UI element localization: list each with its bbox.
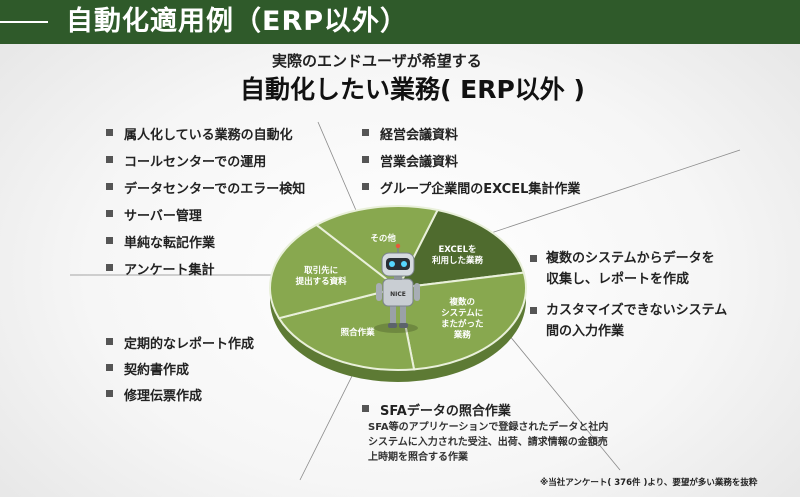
- robot-icon: NICE: [374, 243, 420, 333]
- right-item-2: カスタマイズできないシステム 間の入力作業: [530, 300, 727, 342]
- sfa-desc-line: 上時期を照合する作業: [368, 452, 468, 463]
- left-top-list: 属人化している業務の自動化 コールセンターでの運用 データセンターでのエラー検知…: [106, 124, 305, 286]
- header-bar: 自動化適用例（ERP以外）: [0, 0, 800, 44]
- list-item: データセンターでのエラー検知: [106, 178, 305, 205]
- pie-slice-label: 取引先に提出する資料: [296, 265, 348, 287]
- list-item: グループ企業間のEXCEL集計作業: [362, 178, 580, 205]
- list-item: サーバー管理: [106, 205, 305, 232]
- left-bottom-list: 定期的なレポート作成 契約書作成 修理伝票作成: [106, 333, 254, 411]
- mid-top-list: 経営会議資料 営業会議資料 グループ企業間のEXCEL集計作業: [362, 124, 580, 205]
- sfa-desc-line: SFA等のアプリケーションで登録されたデータと社内: [368, 422, 609, 433]
- right-item-line: 間の入力作業: [546, 324, 625, 339]
- leader-lines: [70, 121, 741, 481]
- footnote: ※当社アンケート( 376件 )より、要望が多い業務を抜粋: [540, 478, 758, 488]
- header-rule: [0, 21, 48, 23]
- pie-slice-label: その他: [370, 233, 396, 244]
- list-item: 定期的なレポート作成: [106, 333, 254, 359]
- leader-line: [299, 369, 356, 481]
- pie-slice: [396, 271, 527, 371]
- right-item-line: 収集し、レポートを作成: [546, 272, 690, 287]
- list-item: 属人化している業務の自動化: [106, 124, 305, 151]
- sfa-title: SFAデータの照合作業: [362, 400, 511, 420]
- list-item: 修理伝票作成: [106, 385, 254, 411]
- pie-slice-label: 複数のシステムにまたがった業務: [441, 296, 484, 340]
- sfa-desc-line: システムに入力された受注、出荷、請求情報の金額売: [368, 437, 608, 448]
- robot-label: NICE: [390, 291, 406, 298]
- list-item: アンケート集計: [106, 259, 305, 286]
- leader-line: [469, 149, 741, 241]
- leader-line: [317, 121, 359, 216]
- page-title: 自動化適用例（ERP以外）: [66, 6, 409, 37]
- list-item: 単純な転記作業: [106, 232, 305, 259]
- main-title: 自動化したい業務( ERP以外 ): [240, 75, 585, 104]
- right-item-1: 複数のシステムからデータを 収集し、レポートを作成: [530, 248, 715, 290]
- leader-line: [494, 317, 621, 471]
- list-item: 営業会議資料: [362, 151, 580, 178]
- pie-slice-label: 照合作業: [341, 327, 376, 338]
- sfa-list: SFAデータの照合作業: [362, 400, 511, 420]
- pie-slice-label: EXCELを利用した業務: [431, 245, 484, 266]
- sfa-description: SFA等のアプリケーションで登録されたデータと社内 システムに入力された受注、出…: [368, 420, 608, 465]
- pie-slice: [277, 286, 416, 371]
- right-item-line: カスタマイズできないシステム: [546, 303, 728, 318]
- list-item: コールセンターでの運用: [106, 151, 305, 178]
- pie-slice: [269, 223, 401, 320]
- right-item-line: 複数のシステムからデータを: [546, 251, 715, 266]
- list-item: 経営会議資料: [362, 124, 580, 151]
- pie-slice: [396, 208, 526, 290]
- subtitle: 実際のエンドユーザが希望する: [272, 52, 482, 70]
- list-item: 契約書作成: [106, 359, 254, 385]
